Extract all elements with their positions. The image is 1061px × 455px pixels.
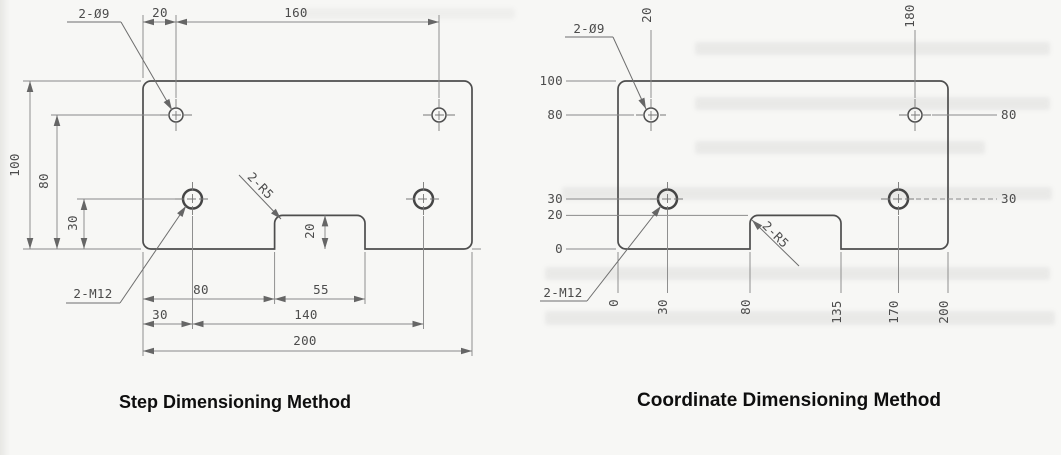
dim-notch-20: 20	[302, 223, 317, 239]
leader-mid-holes	[119, 205, 187, 304]
engineering-drawing: 2-Ø9 20 160 100 80 30 20 80 55 30 140 20…	[7, 4, 1017, 356]
ordinate-y-100: 100	[540, 73, 563, 88]
leader-notch-fillet	[238, 174, 282, 220]
ordinate-y-30: 30	[547, 191, 563, 206]
ordinate-x-180: 180	[902, 4, 917, 27]
tapped-hole-mid-right	[406, 182, 441, 216]
dim-30-bottom: 30	[152, 307, 168, 322]
caption-step-method: Step Dimensioning Method	[119, 392, 351, 412]
hole-callout-top: 2-Ø9	[573, 21, 604, 36]
ordinate-x-80: 80	[738, 299, 753, 315]
ordinate-x-135: 135	[829, 300, 844, 323]
ordinate-y-20: 20	[547, 207, 563, 222]
ordinate-x-200: 200	[936, 300, 951, 323]
drilled-hole-top-right	[423, 99, 455, 131]
ordinate-x-0: 0	[606, 299, 621, 307]
dim-160: 160	[284, 5, 307, 20]
hole-callout-mid: 2-M12	[73, 286, 112, 301]
drilled-hole-top-left	[636, 99, 666, 131]
extension-lines	[23, 15, 481, 356]
dim-30-vertical: 30	[65, 215, 80, 231]
tapped-hole-mid-right	[881, 182, 916, 216]
drilled-hole-top-right	[899, 99, 931, 131]
hole-callout-mid: 2-M12	[543, 285, 582, 300]
plate-outline	[617, 80, 949, 250]
tapped-hole-mid-left	[650, 182, 685, 216]
leader-top-holes	[612, 36, 647, 110]
tapped-hole-mid-left	[175, 182, 210, 216]
dim-100: 100	[7, 153, 22, 176]
scan-edge-shadow	[0, 0, 10, 455]
dimension-lines	[26, 18, 472, 355]
caption-coordinate-method: Coordinate Dimensioning Method	[637, 390, 941, 411]
ordinate-x-170: 170	[886, 300, 901, 323]
ordinate-y-80-right: 80	[1001, 107, 1017, 122]
bleedthrough-text	[545, 311, 1055, 325]
bleedthrough-text	[562, 187, 1052, 200]
bleedthrough-text	[695, 97, 1050, 110]
ordinate-y-0: 0	[555, 241, 563, 256]
bleedthrough-text	[300, 8, 515, 19]
dim-20: 20	[152, 5, 168, 20]
bleedthrough-text	[545, 267, 1050, 280]
leader-mid-holes	[586, 205, 662, 302]
dim-55: 55	[313, 282, 329, 297]
ordinate-x-20: 20	[639, 7, 654, 23]
bleedthrough-text	[695, 141, 985, 154]
ordinate-lines	[566, 30, 997, 293]
plate-outline	[142, 80, 473, 250]
step-dimensioned-part: 2-Ø9 20 160 100 80 30 20 80 55 30 140 20…	[7, 5, 481, 356]
drilled-hole-top-left	[160, 99, 192, 131]
leader-top-holes	[120, 21, 173, 111]
leader-notch-fillet	[751, 219, 800, 267]
dim-80-vertical: 80	[36, 173, 51, 189]
bleedthrough-text	[695, 42, 1050, 55]
fillet-callout: 2-R5	[759, 218, 792, 251]
dim-200: 200	[293, 333, 316, 348]
dim-140: 140	[294, 307, 317, 322]
coordinate-dimensioned-part: 2-Ø9 100 80 30 20 0 80 30 20 180 0 30 80…	[540, 4, 1017, 323]
ordinate-y-30-right: 30	[1001, 191, 1017, 206]
hole-callout-top: 2-Ø9	[78, 6, 109, 21]
dim-80-bottom: 80	[193, 282, 209, 297]
ordinate-x-30: 30	[655, 299, 670, 315]
ordinate-y-80: 80	[547, 107, 563, 122]
